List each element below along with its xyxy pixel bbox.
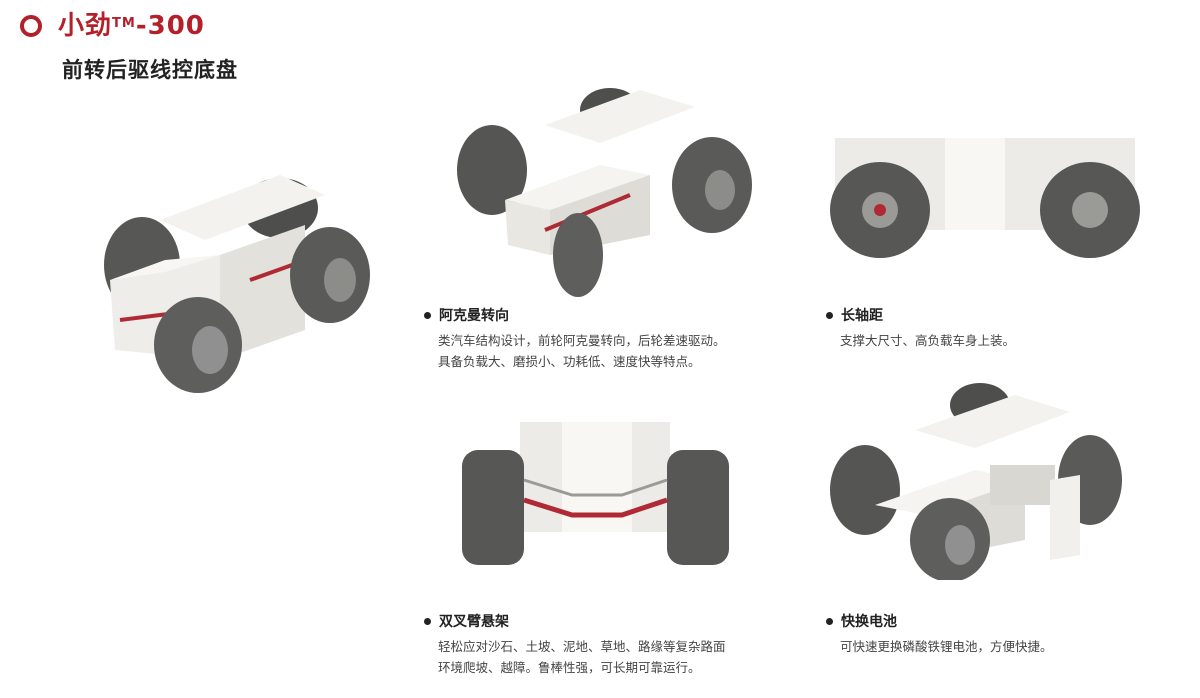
bullet-icon — [826, 311, 833, 319]
feature-description: 类汽车结构设计，前轮阿克曼转向，后轮差速驱动。 具备负载大、磨损小、功耗低、速度… — [438, 333, 726, 369]
quick-swap-battery-image — [830, 383, 1122, 580]
brand-title: 小劲TM-300 — [58, 11, 205, 41]
bullet-icon — [424, 617, 431, 625]
title-row: 小劲TM-300 — [20, 10, 205, 42]
feature-quick-swap-battery: 快换电池 可快速更换磷酸铁锂电池，方便快捷。 — [826, 611, 1053, 657]
ring-icon — [20, 15, 42, 37]
feature-heading: 双叉臂悬架 — [424, 611, 726, 631]
feature-description: 轻松应对沙石、土坡、泥地、草地、路缘等复杂路面 环境爬坡、越障。鲁棒性强，可长期… — [438, 639, 726, 675]
page-subtitle: 前转后驱线控底盘 — [62, 58, 238, 82]
feature-heading: 快换电池 — [826, 611, 1053, 631]
feature-ackermann: 阿克曼转向 类汽车结构设计，前轮阿克曼转向，后轮差速驱动。 具备负载大、磨损小、… — [424, 305, 726, 372]
feature-heading: 长轴距 — [826, 305, 1015, 325]
feature-long-wheelbase: 长轴距 支撑大尺寸、高负载车身上装。 — [826, 305, 1015, 351]
feature-description: 支撑大尺寸、高负载车身上装。 — [840, 333, 1016, 348]
feature-heading: 阿克曼转向 — [424, 305, 726, 325]
feature-double-wishbone: 双叉臂悬架 轻松应对沙石、土坡、泥地、草地、路缘等复杂路面 环境爬坡、越障。鲁棒… — [424, 611, 726, 678]
long-wheelbase-image — [830, 138, 1140, 258]
double-wishbone-image — [462, 422, 729, 565]
ackermann-image — [457, 88, 752, 297]
chassis-main-image — [104, 175, 370, 393]
feature-description: 可快速更换磷酸铁锂电池，方便快捷。 — [840, 639, 1053, 654]
bullet-icon — [826, 617, 833, 625]
bullet-icon — [424, 311, 431, 319]
